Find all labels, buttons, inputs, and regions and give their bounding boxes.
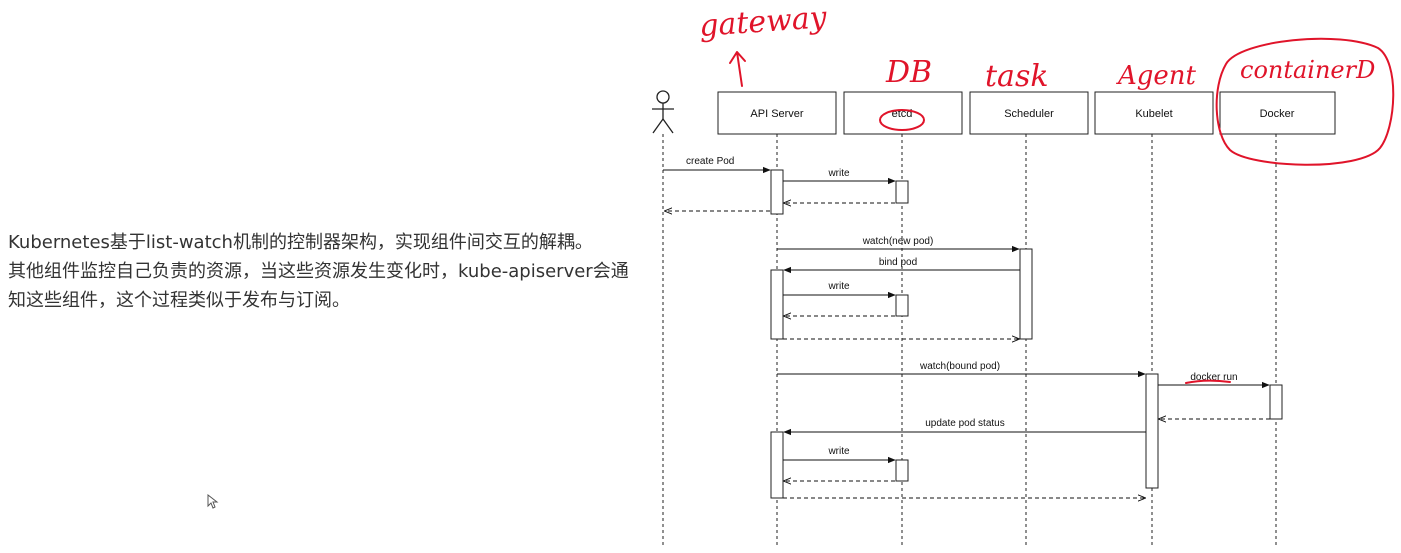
participant-scheduler: Scheduler [969,91,1089,135]
messages [663,166,1270,498]
annotation-circle-docker [1215,37,1395,166]
lifelines [662,134,1277,545]
description-text: Kubernetes基于list-watch机制的控制器架构，实现组件间交互的解… [8,228,638,315]
participant-docker: Docker [1219,91,1336,135]
activation-kubelet-1 [1145,373,1159,489]
participant-kubelet: Kubelet [1094,91,1214,135]
annotation-underline-docker-run [1185,379,1231,384]
annotation-task: task [985,59,1049,94]
participant-label-kubelet: Kubelet [1135,108,1172,120]
participant-label-api: API Server [750,108,804,120]
handwritten-annotations: gateway DB task Agent containerD [698,0,1395,384]
mouse-cursor-icon [207,494,219,509]
label-bind-pod: bind pod [879,257,917,268]
label-watch-new-pod: watch(new pod) [862,236,934,247]
description-line-1: Kubernetes基于list-watch机制的控制器架构，实现组件间交互的解… [8,232,593,253]
actor-user-icon [652,90,674,134]
label-write-2: write [827,281,850,292]
participant-label-scheduler: Scheduler [1004,108,1054,120]
description-line-2: 其他组件监控自己负责的资源，当这些资源发生变化时，kube-apiserver会… [8,261,629,311]
annotation-circle-etcd [879,109,925,131]
label-create-pod: create Pod [686,156,734,167]
label-watch-bound-pod: watch(bound pod) [919,361,1000,372]
label-write-3: write [827,446,850,457]
annotation-agent: Agent [1116,61,1197,91]
message-labels: create Pod write watch(new pod) bind pod… [686,156,1238,457]
participant-label-docker: Docker [1260,108,1295,120]
activation-etcd-3 [895,459,909,482]
activation-etcd-2 [895,294,909,317]
participant-etcd: etcd [843,91,963,135]
annotation-db: DB [885,55,932,90]
activation-api-3 [770,431,784,499]
activation-scheduler-1 [1019,248,1033,340]
label-docker-run: docker run [1190,372,1237,383]
activation-api-1 [770,169,784,215]
activations [770,169,1283,499]
participant-api: API Server [717,91,837,135]
label-update-pod-status: update pod status [925,418,1005,429]
annotation-containerd: containerD [1240,56,1375,84]
annotation-arrow-gateway [729,51,746,87]
annotation-gateway: gateway [698,0,829,44]
label-write-1: write [827,168,850,179]
activation-etcd-1 [895,180,909,204]
activation-docker-1 [1269,384,1283,420]
activation-api-2 [770,269,784,340]
